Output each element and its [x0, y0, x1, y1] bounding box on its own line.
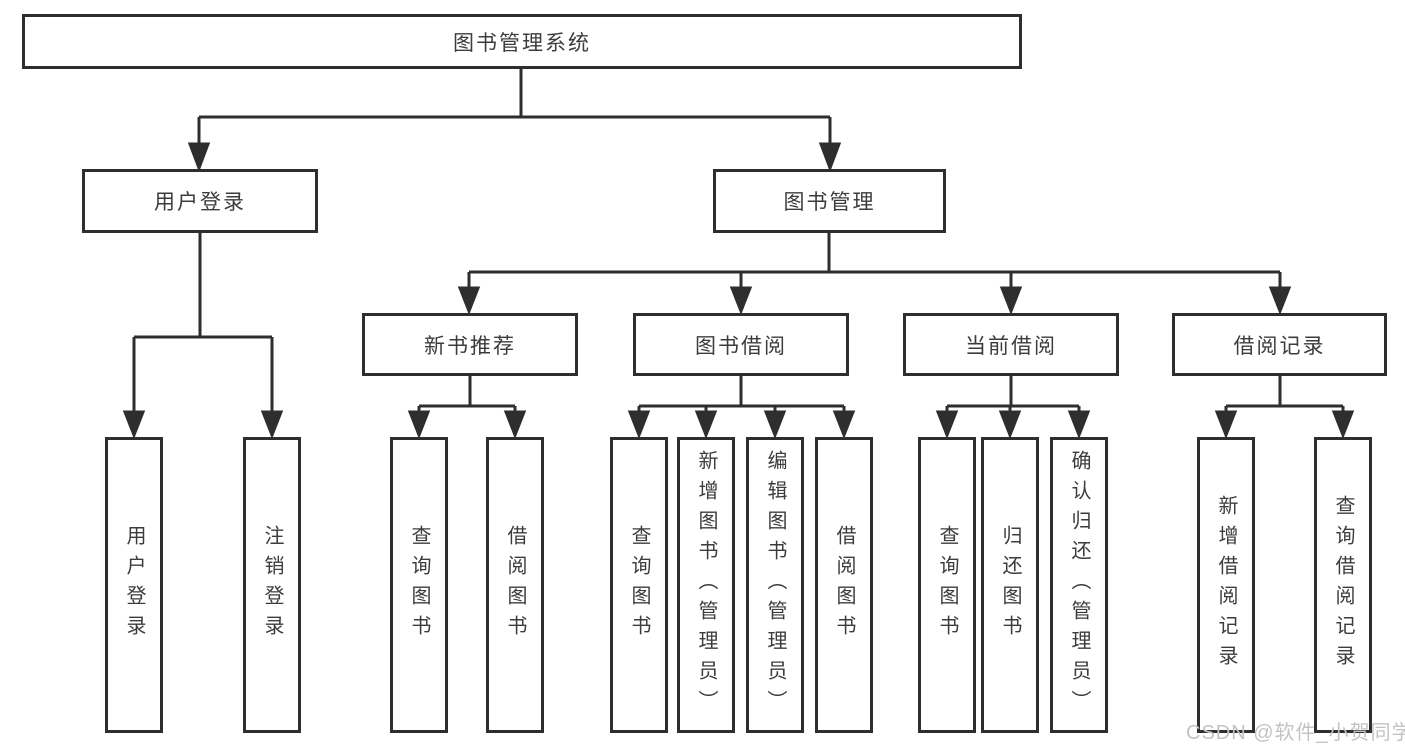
leaf-add-borrow-record: 新增借阅记录	[1197, 437, 1255, 733]
leaf-add-book-admin: 新增图书（管理员）	[677, 437, 735, 733]
connector-current-to-leaves	[935, 376, 1091, 440]
leaf-query-books-borrowing-label: 查询图书	[628, 525, 650, 645]
leaf-edit-book-admin: 编辑图书（管理员）	[746, 437, 804, 733]
node-user-login: 用户登录	[82, 169, 318, 233]
node-book-borrowing: 图书借阅	[633, 313, 849, 376]
connector-userlogin-to-leaves	[122, 233, 284, 440]
connector-root-to-level2	[187, 69, 842, 173]
leaf-confirm-return-admin: 确认归还（管理员）	[1050, 437, 1108, 733]
node-borrowing-records: 借阅记录	[1172, 313, 1387, 376]
leaf-query-borrow-record-label: 查询借阅记录	[1332, 495, 1354, 675]
leaf-borrow-books-borrowing: 借阅图书	[815, 437, 873, 733]
node-root: 图书管理系统	[22, 14, 1022, 69]
leaf-add-borrow-record-label: 新增借阅记录	[1215, 495, 1237, 675]
leaf-borrow-books-borrowing-label: 借阅图书	[833, 525, 855, 645]
leaf-borrow-books-recommend-label: 借阅图书	[504, 525, 526, 645]
connector-newbook-to-leaves	[407, 376, 527, 440]
connector-bookmgmt-to-level3	[457, 233, 1292, 316]
leaf-query-books-current: 查询图书	[918, 437, 976, 733]
node-book-management: 图书管理	[713, 169, 946, 233]
leaf-return-book-label: 归还图书	[999, 525, 1021, 645]
node-current-borrowing: 当前借阅	[903, 313, 1119, 376]
connector-records-to-leaves	[1214, 376, 1355, 440]
node-new-book-recommend: 新书推荐	[362, 313, 578, 376]
leaf-add-book-admin-label: 新增图书（管理员）	[695, 450, 717, 720]
connector-borrowing-to-leaves	[627, 376, 856, 440]
leaf-query-books-borrowing: 查询图书	[610, 437, 668, 733]
leaf-logout: 注销登录	[243, 437, 301, 733]
leaf-user-login-label: 用户登录	[123, 525, 145, 645]
leaf-query-books-recommend: 查询图书	[390, 437, 448, 733]
leaf-query-books-current-label: 查询图书	[936, 525, 958, 645]
leaf-user-login: 用户登录	[105, 437, 163, 733]
leaf-confirm-return-admin-label: 确认归还（管理员）	[1068, 450, 1090, 720]
leaf-borrow-books-recommend: 借阅图书	[486, 437, 544, 733]
leaf-query-books-recommend-label: 查询图书	[408, 525, 430, 645]
csdn-watermark: CSDN @软件_小贺同学	[1186, 722, 1405, 744]
leaf-return-book: 归还图书	[981, 437, 1039, 733]
leaf-query-borrow-record: 查询借阅记录	[1314, 437, 1372, 733]
leaf-logout-label: 注销登录	[261, 525, 283, 645]
leaf-edit-book-admin-label: 编辑图书（管理员）	[764, 450, 786, 720]
